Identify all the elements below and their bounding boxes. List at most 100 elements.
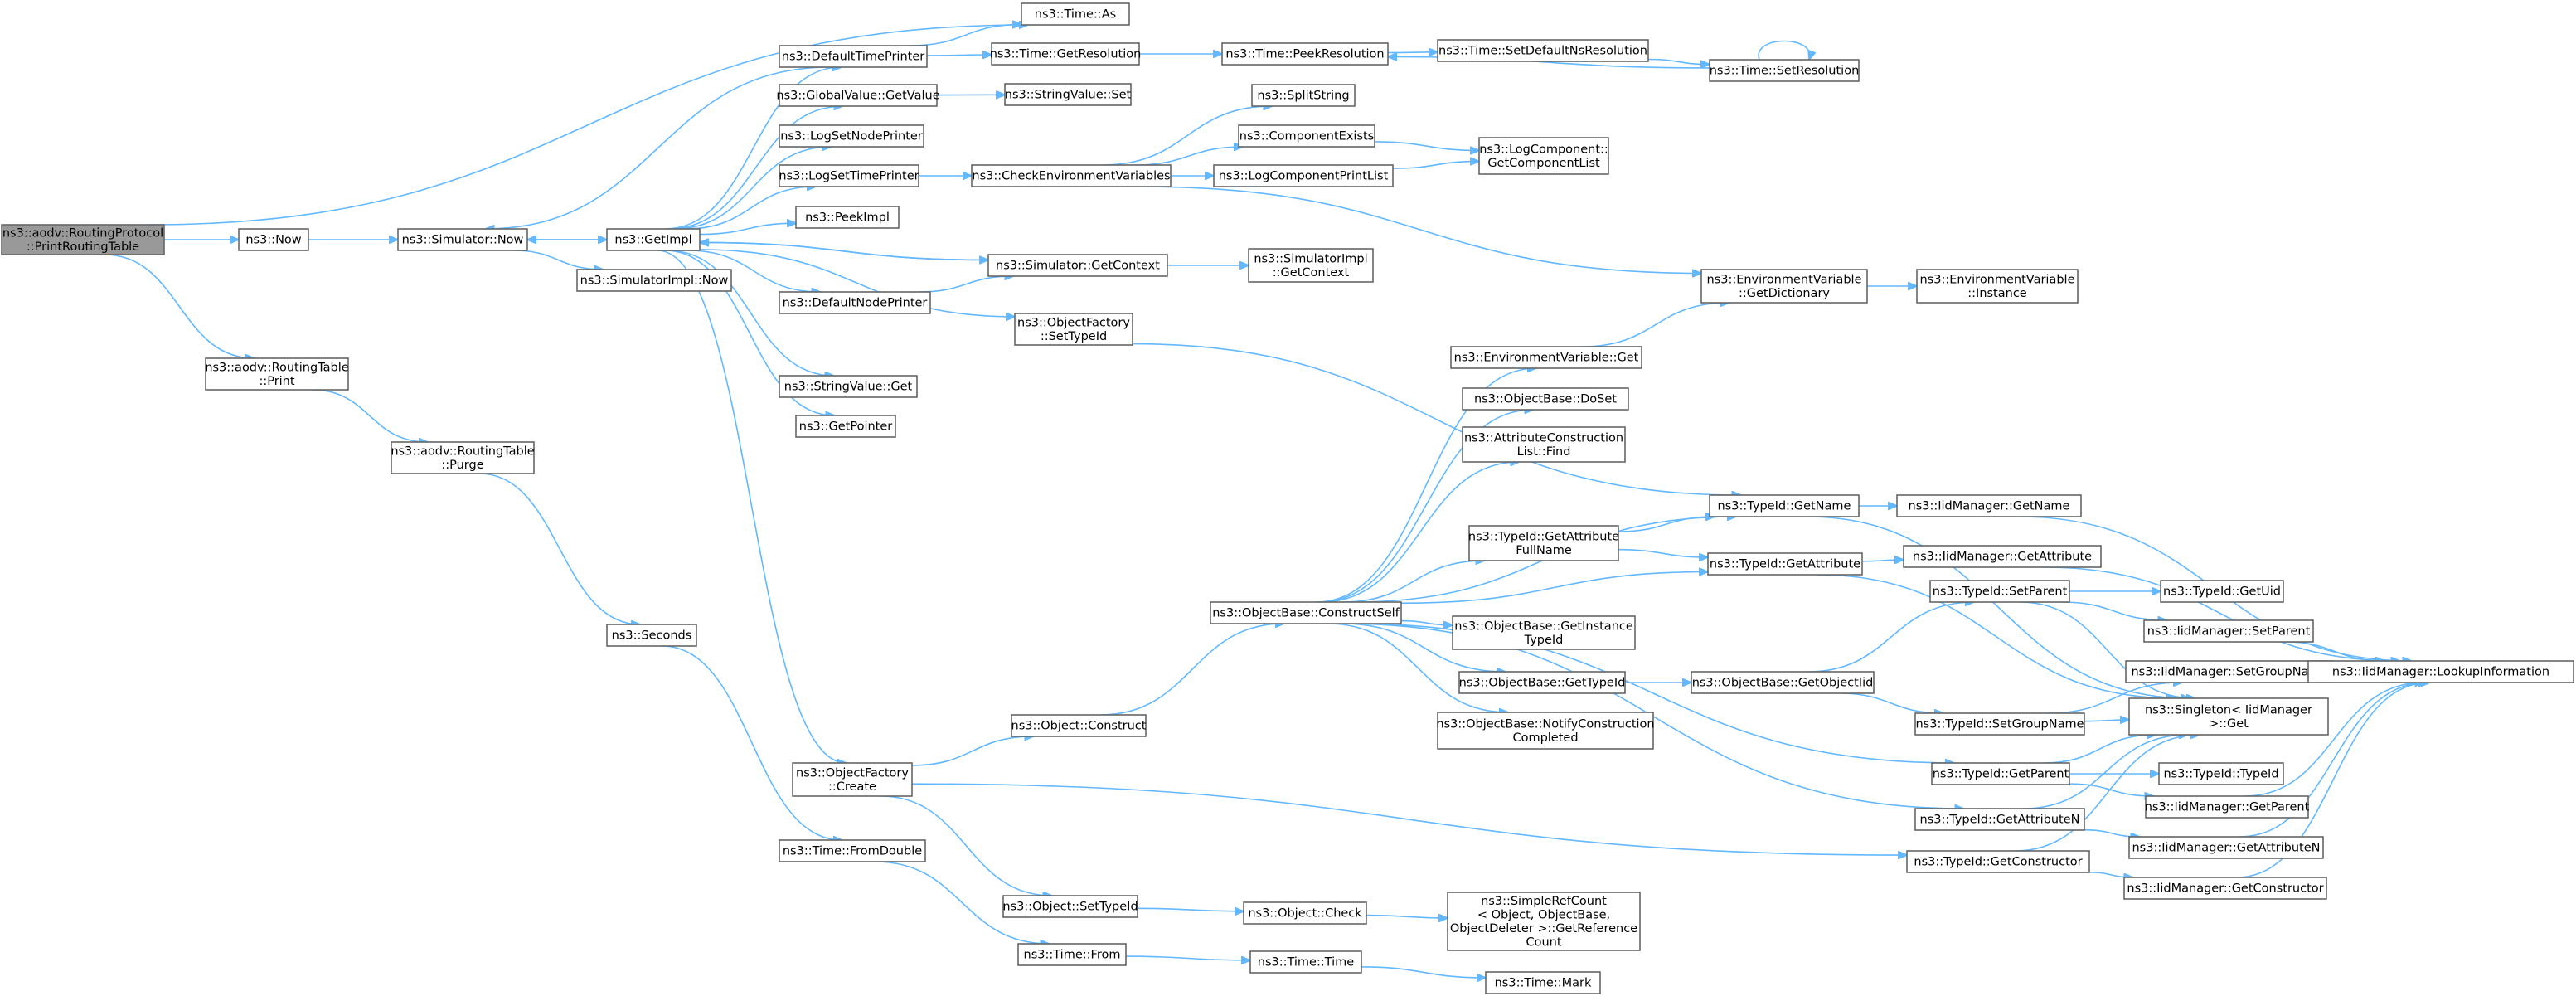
node-checkenv[interactable]: ns3::CheckEnvironmentVariables: [971, 164, 1172, 187]
node-timetime[interactable]: ns3::Time::Time: [1249, 950, 1362, 974]
node-box[interactable]: [991, 42, 1140, 66]
node-box[interactable]: [1903, 545, 2102, 568]
node-peekimpl[interactable]: ns3::PeekImpl: [795, 206, 900, 229]
node-box[interactable]: [606, 624, 697, 647]
node-box[interactable]: [1447, 892, 1641, 951]
node-box[interactable]: [1251, 84, 1356, 107]
node-envget[interactable]: ns3::EnvironmentVariable::Get: [1450, 346, 1642, 369]
node-box[interactable]: [795, 206, 900, 229]
node-box[interactable]: [1221, 42, 1389, 66]
node-iidgetname[interactable]: ns3::IidManager::GetName: [1896, 494, 2082, 517]
node-box[interactable]: [779, 291, 931, 314]
node-tidgetparent[interactable]: ns3::TypeId::GetParent: [1931, 762, 2070, 785]
node-box[interactable]: [1210, 601, 1402, 624]
node-tidtypeid[interactable]: ns3::TypeId::TypeId: [2158, 762, 2284, 785]
node-box[interactable]: [1914, 808, 2085, 831]
node-box[interactable]: [779, 124, 924, 148]
node-box[interactable]: [397, 228, 528, 251]
node-box[interactable]: [1707, 552, 1863, 576]
node-logsetnode[interactable]: ns3::LogSetNodePrinter: [779, 124, 924, 148]
node-box[interactable]: [1014, 313, 1133, 346]
node-iidsetgroup[interactable]: ns3::IidManager::SetGroupName: [2125, 660, 2334, 683]
node-box[interactable]: [2123, 877, 2327, 900]
node-timefrom[interactable]: ns3::Time::From: [1017, 943, 1127, 966]
node-iidgetattr[interactable]: ns3::IidManager::GetAttribute: [1903, 545, 2102, 568]
node-now[interactable]: ns3::Now: [238, 228, 309, 251]
node-tidgetname[interactable]: ns3::TypeId::GetName: [1709, 494, 1860, 517]
node-box[interactable]: [1929, 580, 2070, 603]
node-box[interactable]: [1021, 2, 1130, 26]
node-getpointer[interactable]: ns3::GetPointer: [795, 415, 896, 438]
node-box[interactable]: [2145, 795, 2309, 819]
node-obgettid[interactable]: ns3::ObjectBase::GetTypeId: [1458, 671, 1626, 694]
node-box[interactable]: [1914, 712, 2085, 736]
node-tidgetctor[interactable]: ns3::TypeId::GetConstructor: [1906, 850, 2090, 873]
node-timefromdouble[interactable]: ns3::Time::FromDouble: [779, 839, 926, 862]
node-box[interactable]: [1450, 346, 1642, 369]
node-simnow[interactable]: ns3::Simulator::Now: [397, 228, 528, 251]
node-simimplnow[interactable]: ns3::SimulatorImpl::Now: [576, 269, 732, 292]
node-timesetres[interactable]: ns3::Time::SetResolution: [1709, 59, 1860, 82]
node-tidgetattrn[interactable]: ns3::TypeId::GetAttributeN: [1914, 808, 2085, 831]
node-box[interactable]: [1011, 714, 1147, 737]
node-simplerefcount[interactable]: ns3::SimpleRefCount< Object, ObjectBase,…: [1447, 892, 1641, 951]
node-box[interactable]: [971, 164, 1172, 187]
node-purge[interactable]: ns3::aodv::RoutingTable::Purge: [391, 441, 535, 474]
node-box[interactable]: [2128, 697, 2329, 736]
node-box[interactable]: [391, 441, 535, 474]
node-box[interactable]: [1458, 671, 1626, 694]
node-tidsetparent[interactable]: ns3::TypeId::SetParent: [1929, 580, 2070, 603]
node-box[interactable]: [1248, 248, 1374, 283]
node-tidgetuid[interactable]: ns3::TypeId::GetUid: [2160, 580, 2284, 603]
node-box[interactable]: [987, 254, 1168, 277]
node-iidsetparent[interactable]: ns3::IidManager::SetParent: [2143, 619, 2314, 643]
node-box[interactable]: [2158, 762, 2284, 785]
node-iidgetparent[interactable]: ns3::IidManager::GetParent: [2145, 795, 2310, 819]
node-gvgetvalue[interactable]: ns3::GlobalValue::GetValue: [776, 84, 940, 107]
node-timeas[interactable]: ns3::Time::As: [1021, 2, 1130, 26]
node-box[interactable]: [779, 45, 928, 68]
node-logcompprintlist[interactable]: ns3::LogComponentPrintList: [1213, 164, 1394, 187]
node-box[interactable]: [238, 228, 309, 251]
node-box[interactable]: [1478, 137, 1609, 175]
node-rtprint[interactable]: ns3::aodv::RoutingTable::Print: [205, 357, 349, 391]
node-envinstance[interactable]: ns3::EnvironmentVariable::Instance: [1916, 269, 2079, 304]
node-box[interactable]: [779, 164, 919, 187]
node-box[interactable]: [576, 269, 732, 292]
node-logsettime[interactable]: ns3::LogSetTimePrinter: [779, 164, 919, 187]
node-box[interactable]: [2143, 619, 2314, 643]
node-box[interactable]: [1017, 943, 1127, 966]
node-box[interactable]: [1709, 494, 1860, 517]
node-box[interactable]: [2307, 660, 2574, 683]
node-box[interactable]: [795, 415, 896, 438]
node-box[interactable]: [1437, 39, 1649, 62]
node-tidsetgroup[interactable]: ns3::TypeId::SetGroupName: [1914, 712, 2085, 736]
node-box[interactable]: [606, 228, 701, 251]
node-timesetdefns[interactable]: ns3::Time::SetDefaultNsResolution: [1437, 39, 1649, 62]
node-box[interactable]: [1462, 426, 1626, 463]
node-strvalueget[interactable]: ns3::StringValue::Get: [779, 375, 918, 398]
node-seconds[interactable]: ns3::Seconds: [606, 624, 697, 647]
node-box[interactable]: [1462, 387, 1629, 411]
node-getimpl[interactable]: ns3::GetImpl: [606, 228, 701, 251]
node-obdoset[interactable]: ns3::ObjectBase::DoSet: [1462, 387, 1629, 411]
node-box[interactable]: [1249, 950, 1362, 974]
node-box[interactable]: [1906, 850, 2090, 873]
node-box[interactable]: [779, 375, 918, 398]
node-box[interactable]: [1452, 615, 1636, 650]
node-ofsettypeid[interactable]: ns3::ObjectFactory::SetTypeId: [1014, 313, 1133, 346]
node-box[interactable]: [1485, 971, 1601, 994]
node-timemark[interactable]: ns3::Time::Mark: [1485, 971, 1601, 994]
node-objconstruct[interactable]: ns3::Object::Construct: [1011, 714, 1147, 737]
node-root[interactable]: ns3::aodv::RoutingProtocol::PrintRouting…: [1, 224, 165, 255]
node-logcompgetlist[interactable]: ns3::LogComponent::GetComponentList: [1478, 137, 1609, 175]
node-box[interactable]: [779, 84, 938, 107]
node-timepeekres[interactable]: ns3::Time::PeekResolution: [1221, 42, 1389, 66]
node-obconstructself[interactable]: ns3::ObjectBase::ConstructSelf: [1210, 601, 1402, 624]
node-box[interactable]: [1, 224, 165, 255]
node-box[interactable]: [1916, 269, 2079, 304]
node-defnodeprinter[interactable]: ns3::DefaultNodePrinter: [779, 291, 931, 314]
